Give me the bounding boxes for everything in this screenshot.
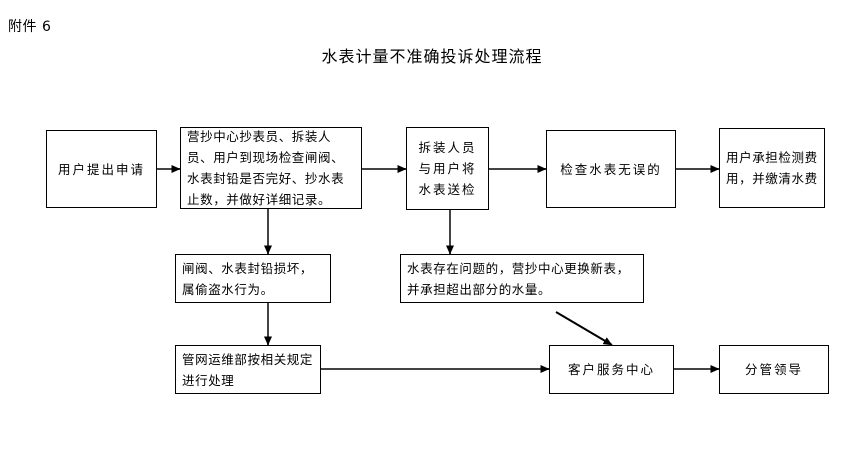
node-seal-damaged-theft[interactable]: 闸阀、水表封铅损坏，属偷盗水行为。 xyxy=(175,254,331,303)
node-customer-service-center-label: 客户服务中心 xyxy=(567,362,655,377)
node-meter-faulty-replace-label: 水表存在问题的，营抄中心更换新表，并承担超出部分的水量。 xyxy=(407,260,630,297)
node-user-pays-testing-fee[interactable]: 用户承担检测费用，并缴清水费 xyxy=(719,128,825,208)
node-meter-check-ok[interactable]: 检查水表无误的 xyxy=(546,130,676,208)
node-user-pays-testing-fee-label: 用户承担检测费用，并缴清水费 xyxy=(726,150,818,186)
node-meter-sent-for-testing[interactable]: 拆装人员与用户将水表送检 xyxy=(406,127,489,210)
node-onsite-inspection[interactable]: 营抄中心抄表员、拆装人员、用户到现场检查闸阀、水表封铅是否完好、抄水表止数，并做… xyxy=(180,127,362,209)
page-title: 水表计量不准确投诉处理流程 xyxy=(321,47,543,66)
node-customer-service-center[interactable]: 客户服务中心 xyxy=(549,345,674,394)
node-meter-check-ok-label: 检查水表无误的 xyxy=(560,161,662,177)
node-user-application-label: 用户提出申请 xyxy=(57,161,145,177)
node-seal-damaged-theft-label: 闸阀、水表封铅损坏，属偷盗水行为。 xyxy=(182,260,314,297)
node-user-application[interactable]: 用户提出申请 xyxy=(46,130,157,208)
attachment-label: 附件 6 xyxy=(8,19,52,35)
node-onsite-inspection-label: 营抄中心抄表员、拆装人员、用户到现场检查闸阀、水表封铅是否完好、抄水表止数，并做… xyxy=(187,129,345,207)
node-pipeline-dept-handles-label: 管网运维部按相关规定进行处理 xyxy=(182,351,314,388)
node-pipeline-dept-handles[interactable]: 管网运维部按相关规定进行处理 xyxy=(175,345,321,394)
edge-meter-faulty-to-customer-service xyxy=(555,311,613,346)
node-meter-faulty-replace[interactable]: 水表存在问题的，营抄中心更换新表，并承担超出部分的水量。 xyxy=(400,254,644,303)
node-meter-sent-for-testing-label: 拆装人员与用户将水表送检 xyxy=(418,140,477,197)
node-supervising-leader[interactable]: 分管领导 xyxy=(719,345,829,394)
node-supervising-leader-label: 分管领导 xyxy=(744,362,803,377)
